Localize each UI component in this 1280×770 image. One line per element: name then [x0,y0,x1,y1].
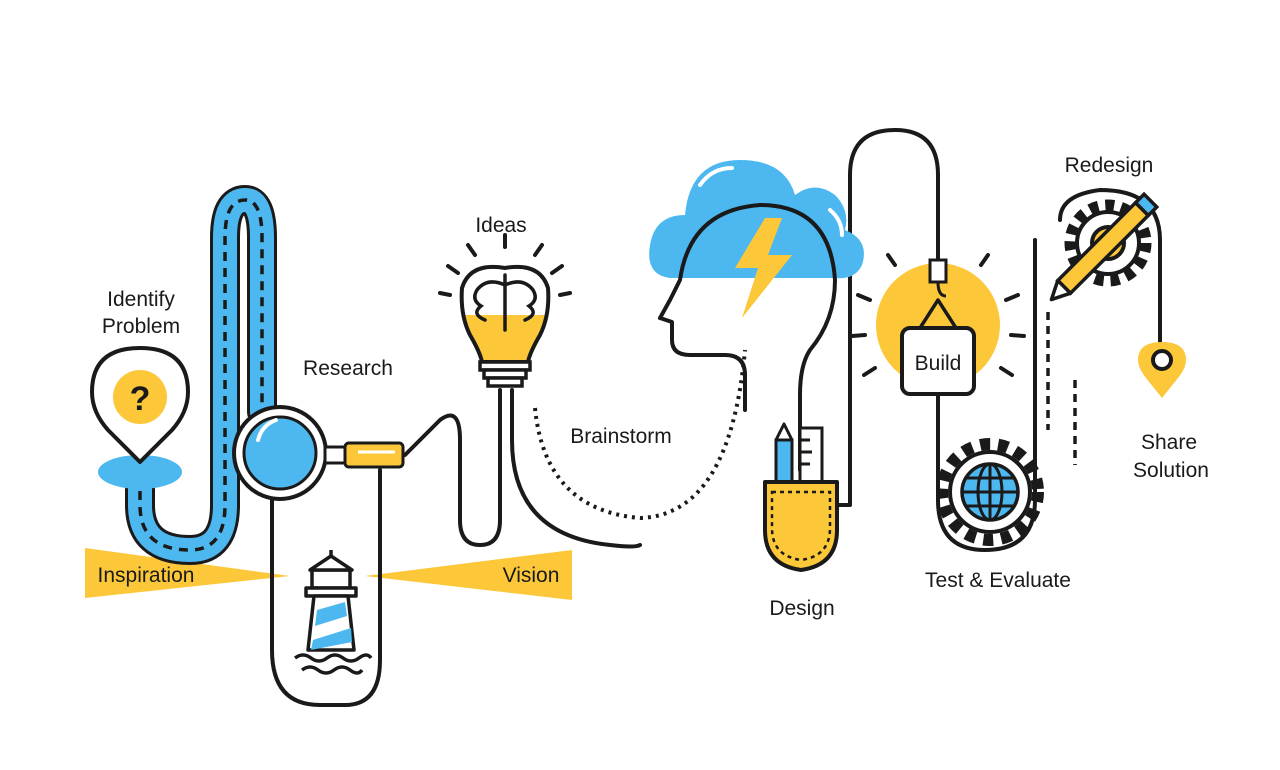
gear-pencil-icon [1049,191,1160,302]
build-label: Build [915,352,962,375]
share-label-line1: Share [1141,431,1197,454]
vision-beam [365,550,572,600]
globe-gear-icon [936,438,1044,546]
vision-label: Vision [503,564,560,587]
labels: Identify Problem Research Ideas Brainsto… [98,154,1209,620]
research-label: Research [303,357,393,380]
test-evaluate-label: Test & Evaluate [925,569,1071,592]
lightning-icon [735,218,792,318]
inspiration-beam [85,548,290,598]
cloud-head-icon [649,160,864,412]
design-label: Design [769,597,834,620]
ideas-label: Ideas [475,214,526,237]
crane-box-icon: Build [850,238,1026,396]
dashed-lines [1046,312,1077,465]
pencil-ruler-pocket-icon [763,422,839,572]
inspiration-label: Inspiration [98,564,195,587]
redesign-label: Redesign [1065,154,1154,177]
blue-road [125,185,277,565]
lightbulb-brain-icon [438,233,572,388]
question-pin-icon: ? [90,346,190,489]
lighthouse-icon [293,550,373,675]
brainstorm-dotted-arc [533,349,747,521]
location-pin-icon [1138,342,1186,398]
process-path [270,128,1162,707]
brainstorm-label: Brainstorm [570,425,672,448]
question-mark: ? [130,380,151,418]
identify-label-line1: Identify [107,288,175,311]
identify-label-line2: Problem [102,315,180,338]
magnifier-icon [232,405,405,501]
share-label-line2: Solution [1133,459,1209,482]
